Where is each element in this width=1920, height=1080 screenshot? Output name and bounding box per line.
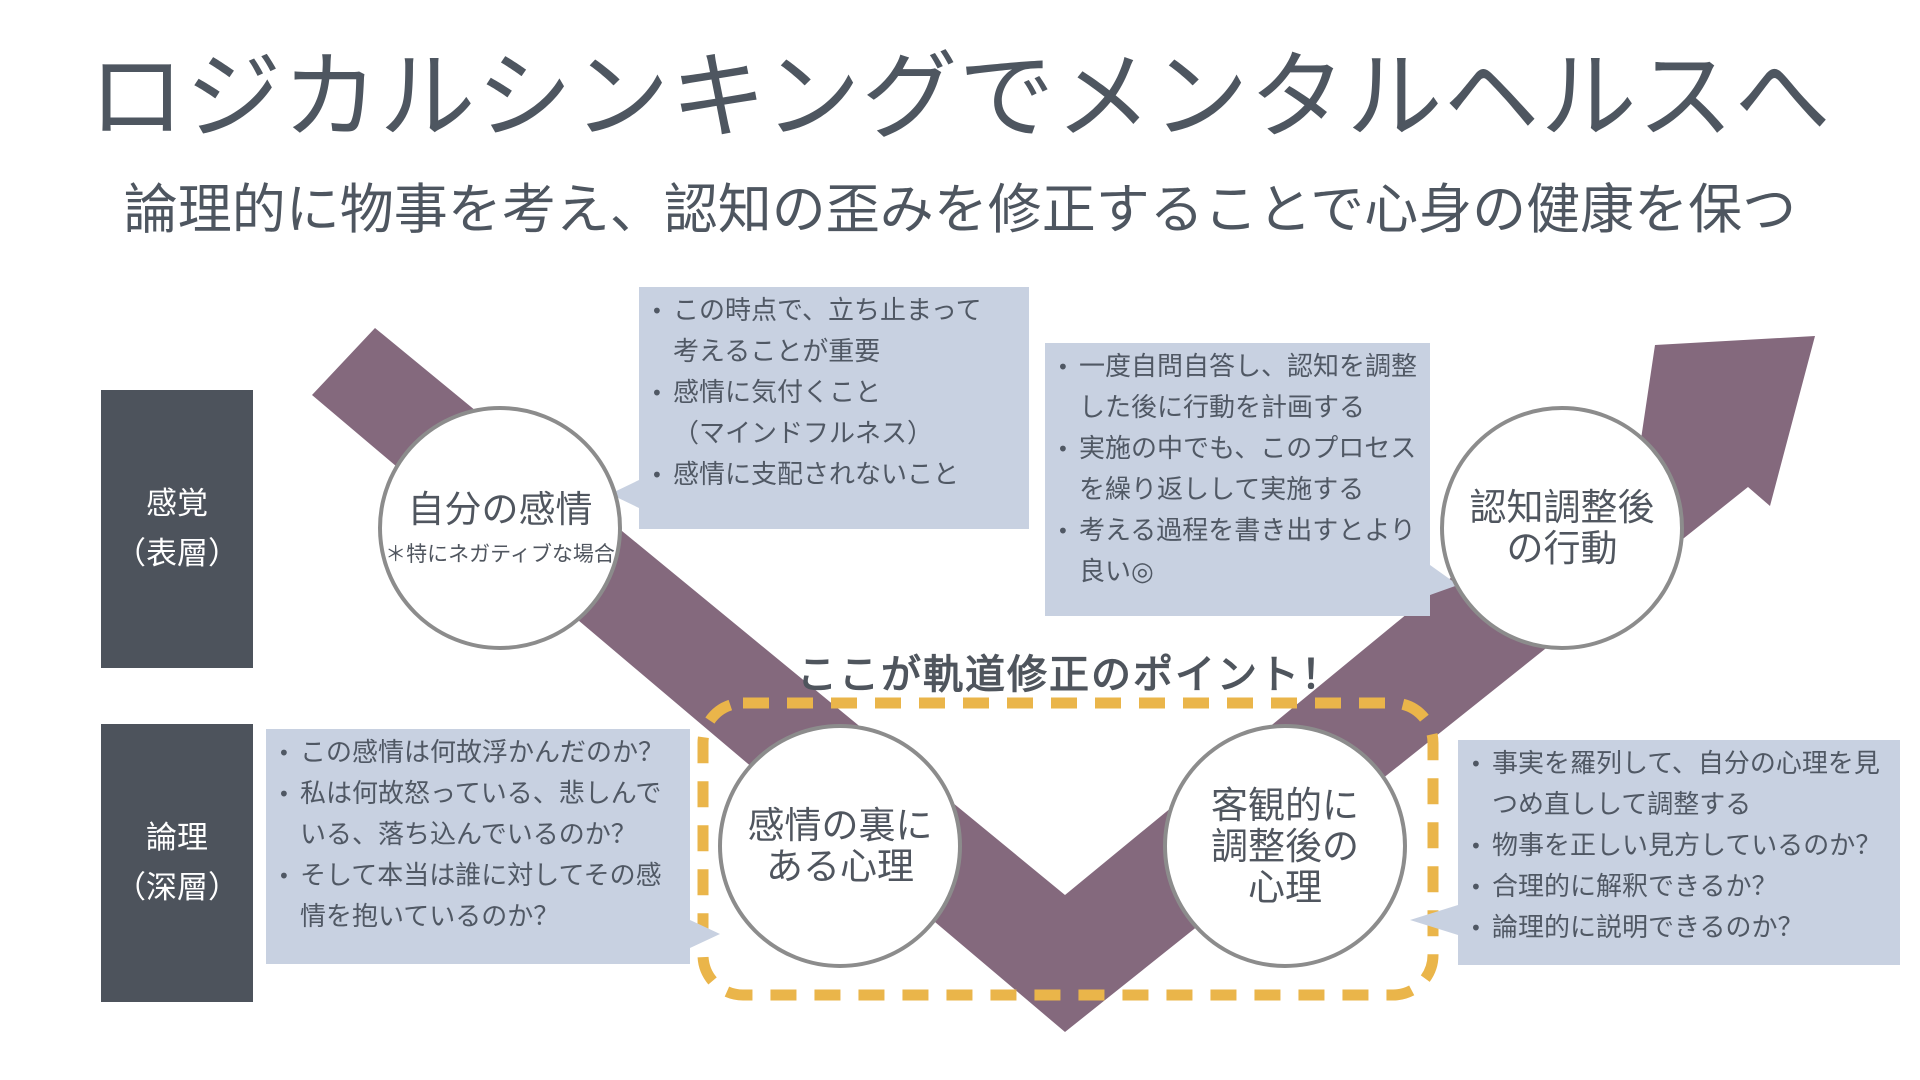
info-box-top-left: この時点で、立ち止まって 考えることが重要 感情に気付くこと （マインドフルネス… (639, 287, 1029, 529)
layer-label-deep: 論理 （深層） (101, 724, 253, 1002)
v-arrow-shape (312, 328, 1815, 1032)
info-item: そして本当は誰に対してその感 情を抱いているのか？ (276, 856, 680, 938)
node-title: 客観的に 調整後の 心理 (1211, 783, 1359, 909)
layer-label-deep-text: 論理 （深層） (115, 820, 239, 906)
info-item: この感情は何故浮かんだのか？ (276, 733, 680, 774)
node-psychology-behind: 感情の裏に ある心理 (718, 724, 962, 968)
info-item: 私は何故怒っている、悲しんで いる、落ち込んでいるのか？ (276, 774, 680, 856)
info-list-bottom-right: 事実を羅列して、自分の心理を見 つめ直しして調整する 物事を正しい見方しているの… (1468, 744, 1890, 949)
info-item: 感情に支配されないこと (649, 455, 1019, 496)
info-list-bottom-left: この感情は何故浮かんだのか？ 私は何故怒っている、悲しんで いる、落ち込んでいる… (276, 733, 680, 938)
page-subtitle: 論理的に物事を考え、認知の歪みを修正することで心身の健康を保つ (123, 178, 1797, 241)
page-title: ロジカルシンキングでメンタルヘルスへ (88, 41, 1832, 153)
info-list-top-right: 一度自問自答し、認知を調整 した後に行動を計画する 実施の中でも、このプロセス … (1055, 347, 1420, 593)
info-box-top-right: 一度自問自答し、認知を調整 した後に行動を計画する 実施の中でも、このプロセス … (1045, 343, 1430, 616)
info-box-bottom-right: 事実を羅列して、自分の心理を見 つめ直しして調整する 物事を正しい見方しているの… (1458, 740, 1900, 965)
info-item: 感情に気付くこと （マインドフルネス） (649, 373, 1019, 455)
layer-label-surface: 感覚 （表層） (101, 390, 253, 668)
info-item: 事実を羅列して、自分の心理を見 つめ直しして調整する (1468, 744, 1890, 826)
info-item: 一度自問自答し、認知を調整 した後に行動を計画する (1055, 347, 1420, 429)
info-item: 実施の中でも、このプロセス を繰り返しして実施する (1055, 429, 1420, 511)
info-item: 論理的に説明できるのか？ (1468, 908, 1890, 949)
box-pointer-top-right (1430, 565, 1458, 595)
box-pointer-top-left (610, 480, 639, 508)
box-pointer-bottom-left (690, 920, 720, 948)
node-title: 感情の裏に ある心理 (747, 804, 933, 888)
node-title: 自分の感情 (407, 487, 593, 531)
info-list-top-left: この時点で、立ち止まって 考えることが重要 感情に気付くこと （マインドフルネス… (649, 291, 1019, 496)
box-pointer-bottom-right (1410, 905, 1458, 935)
node-note: ＊特にネガティブな場合 (385, 541, 615, 566)
layer-label-surface-text: 感覚 （表層） (115, 486, 239, 572)
node-objective-psychology: 客観的に 調整後の 心理 (1163, 724, 1407, 968)
focus-callout: ここが軌道修正のポイント！ (797, 652, 1343, 698)
info-item: 物事を正しい見方しているのか？ (1468, 826, 1890, 867)
info-item: 考える過程を書き出すとより 良い◎ (1055, 511, 1420, 593)
info-item: この時点で、立ち止まって 考えることが重要 (649, 291, 1019, 373)
info-item: 合理的に解釈できるか？ (1468, 867, 1890, 908)
info-box-bottom-left: この感情は何故浮かんだのか？ 私は何故怒っている、悲しんで いる、落ち込んでいる… (266, 729, 690, 964)
focus-region (697, 697, 1439, 1001)
node-title: 認知調整後 の行動 (1469, 486, 1655, 570)
node-own-emotion: 自分の感情 ＊特にネガティブな場合 (378, 406, 622, 650)
node-action-after: 認知調整後 の行動 (1440, 406, 1684, 650)
